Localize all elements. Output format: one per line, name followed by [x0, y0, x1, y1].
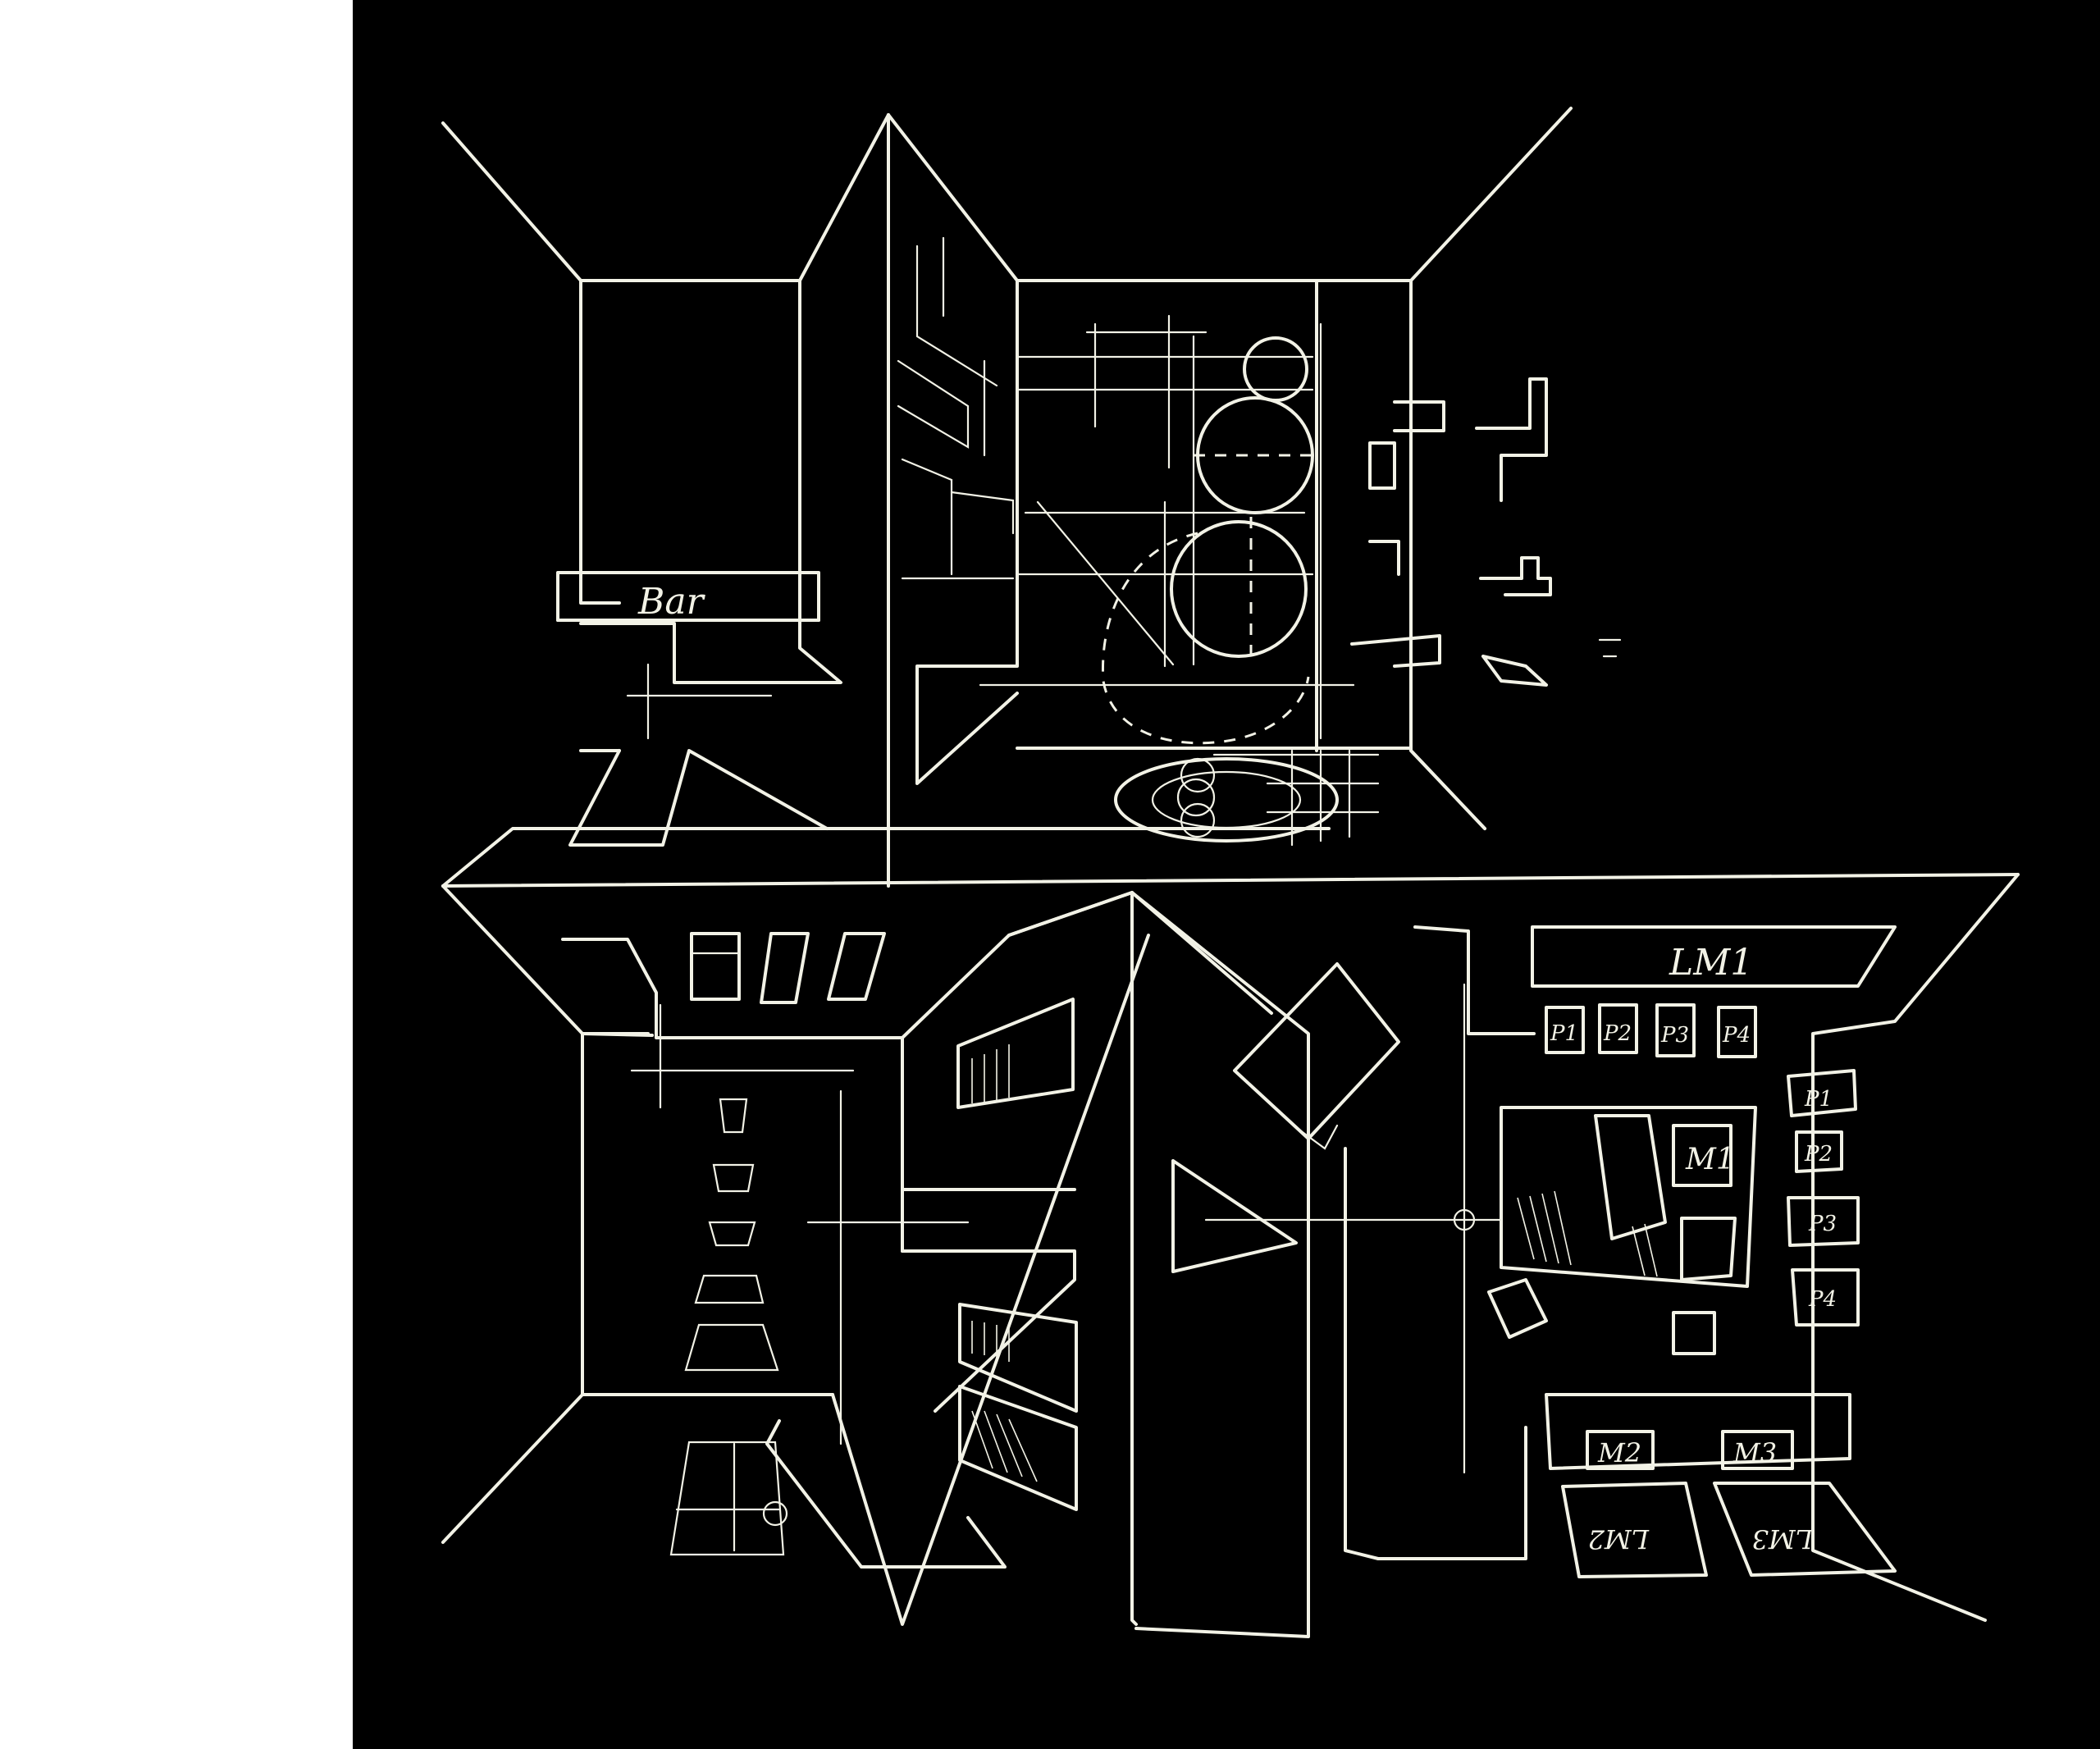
p2-label-side: P2	[1804, 1142, 1833, 1167]
p3-label-side: P3	[1808, 1212, 1837, 1236]
m1-label: M1	[1685, 1143, 1735, 1176]
lower-room-outline	[441, 873, 2020, 1638]
showcase-niches	[956, 998, 1078, 1511]
wall-profiles	[1350, 377, 1622, 687]
lm1-label: LM1	[1669, 942, 1753, 984]
frames-top: P1 P2 P3 P4	[1545, 1003, 1757, 1058]
p2-label-top: P2	[1603, 1021, 1632, 1046]
p4-label-side: P4	[1808, 1287, 1837, 1312]
lm3-label: LM3	[1752, 1523, 1814, 1555]
p1-label-side: P1	[1804, 1087, 1833, 1112]
folded-panel-pattern	[897, 236, 1015, 580]
upper-room-outline	[441, 107, 2020, 888]
hatching-niche	[971, 1044, 1038, 1482]
m1-installation: M1	[1487, 1106, 1757, 1355]
p4-label-top: P4	[1722, 1023, 1751, 1048]
shape-sequence	[630, 1003, 970, 1556]
m3-label: M3	[1732, 1437, 1777, 1468]
lm2-label: LM2	[1588, 1523, 1650, 1555]
floor-mats: LM2 LM3	[1561, 1482, 1897, 1578]
window-panels	[690, 932, 886, 1004]
p1-label-top: P1	[1550, 1021, 1578, 1046]
frames-side: P1 P2 P3 P4	[1787, 1069, 1860, 1327]
bar-label: Bar	[637, 581, 706, 623]
geometric-composition	[979, 314, 1380, 847]
bench: M2 M3	[1545, 1393, 1851, 1470]
lm1-panel: LM1	[1531, 925, 1897, 988]
tilted-panel	[1233, 962, 1400, 1150]
bar-sign: Bar	[556, 571, 820, 740]
m2-label: M2	[1597, 1437, 1641, 1468]
p3-label-top: P3	[1660, 1023, 1689, 1048]
